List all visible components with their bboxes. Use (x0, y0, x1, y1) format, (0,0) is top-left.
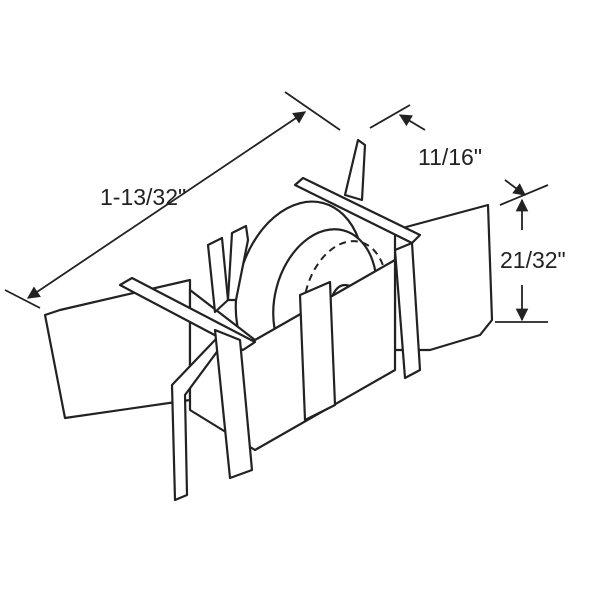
length-extension-left (4, 289, 41, 309)
length-extension-right (284, 91, 341, 131)
width-extension-top (369, 104, 411, 129)
middle-pillar (298, 280, 337, 422)
width-arrow-bottom (504, 179, 527, 196)
length-label: 1-13/32" (100, 184, 186, 210)
width-label: 11/16" (418, 144, 482, 170)
back-fin (343, 138, 367, 202)
width-arrow-top (398, 114, 426, 131)
length-dimension-line (26, 111, 307, 299)
height-label: 21/32" (500, 247, 566, 273)
right-pillar (393, 241, 422, 380)
clip (206, 236, 230, 314)
front-pillar (213, 328, 254, 480)
